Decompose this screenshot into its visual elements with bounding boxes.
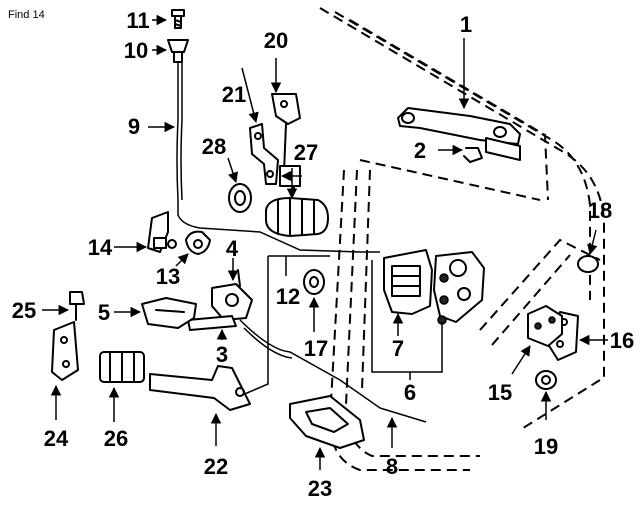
part-5-inside-handle [141, 297, 197, 329]
callout-27: 27 [294, 140, 318, 165]
part-23-handle-bezel [289, 395, 365, 449]
part-10-lock-knob [167, 39, 189, 63]
part-22-check-strap [149, 365, 251, 411]
callout-14: 14 [88, 235, 113, 260]
part-13-clip [185, 230, 211, 255]
callout-5: 5 [98, 300, 110, 325]
callout-23: 23 [308, 476, 332, 501]
callout-8: 8 [386, 454, 398, 479]
part-2-handle-clip [463, 147, 483, 163]
callout-labels: 11 10 9 14 13 5 25 24 26 22 23 8 21 20 2… [12, 8, 634, 501]
part-17-grommet [303, 269, 325, 295]
part-21-bracket [249, 123, 279, 185]
callout-1: 1 [460, 12, 472, 37]
part-19-grommet [535, 370, 557, 390]
callout-12: 12 [276, 284, 300, 309]
callout-7: 7 [392, 336, 404, 361]
callout-6: 6 [404, 380, 416, 405]
part-3-lever [187, 315, 237, 331]
callout-26: 26 [104, 426, 128, 451]
callout-2: 2 [414, 138, 426, 163]
callout-15: 15 [488, 380, 512, 405]
callout-20: 20 [264, 28, 288, 53]
callout-3: 3 [216, 342, 228, 367]
callout-21: 21 [222, 82, 246, 107]
callout-18: 18 [588, 198, 612, 223]
callout-28: 28 [202, 134, 226, 159]
callout-10: 10 [124, 38, 148, 63]
part-14-rod-clip [147, 211, 177, 253]
callout-25: 25 [12, 298, 36, 323]
part-12-link-rod [239, 255, 330, 397]
callout-17: 17 [304, 336, 328, 361]
part-25-bolt [69, 291, 85, 321]
part-7-latch-assembly [383, 249, 485, 325]
callout-13: 13 [156, 264, 180, 289]
part-24-hinge [51, 321, 79, 381]
part-9-lock-rod [176, 62, 380, 253]
part-11-screw [171, 9, 185, 29]
part-8-rod [239, 319, 427, 423]
part-1-outside-handle [397, 107, 521, 161]
door-outline [319, 7, 605, 471]
callout-19: 19 [534, 434, 558, 459]
part-15-striker [527, 305, 563, 347]
part-28-grommet [228, 183, 252, 213]
callout-11: 11 [126, 8, 149, 33]
callout-9: 9 [128, 114, 140, 139]
part-18-bumper [577, 255, 599, 273]
part-27-boot [265, 197, 329, 237]
callout-22: 22 [204, 454, 228, 479]
callout-4: 4 [226, 236, 239, 261]
callout-16: 16 [610, 328, 634, 353]
part-26-door-check [99, 351, 145, 383]
leader-lines [42, 14, 608, 470]
figure-ref-label: Find 14 [8, 9, 45, 21]
callout-24: 24 [44, 426, 69, 451]
part-4-lever [211, 269, 253, 321]
